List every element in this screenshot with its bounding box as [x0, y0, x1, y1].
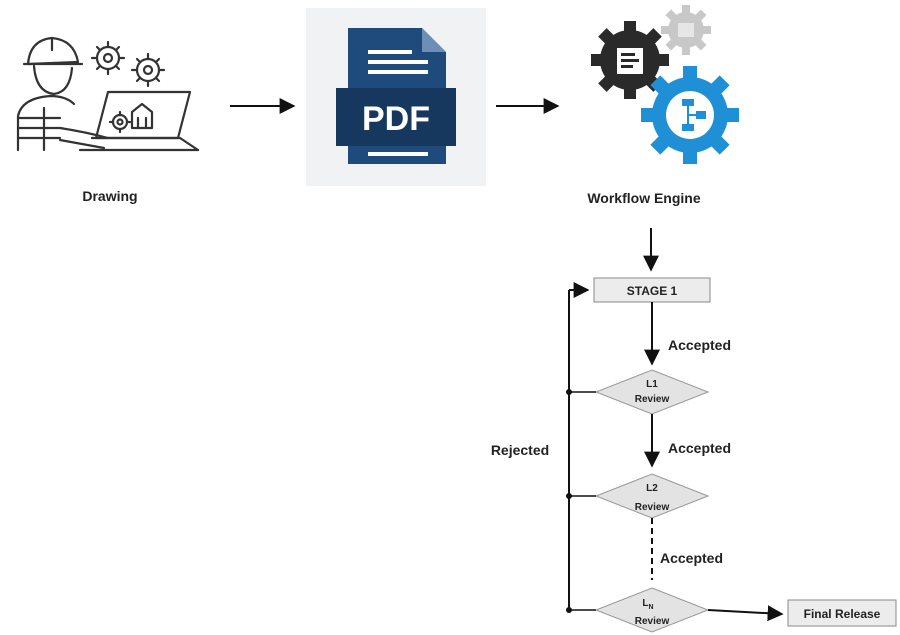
accepted-label-2: Accepted — [668, 440, 731, 456]
final-release-label: Final Release — [804, 607, 881, 621]
ln-review-label: Review — [635, 616, 670, 627]
rejected-label: Rejected — [491, 442, 549, 458]
rejected-loop — [566, 282, 596, 613]
pdf-label: PDF — [362, 100, 430, 138]
l2-title: L2 — [646, 483, 658, 494]
l1-title: L1 — [646, 379, 658, 390]
workflow-engine-caption: Workflow Engine — [587, 190, 701, 206]
l1-review-label: Review — [635, 394, 670, 405]
accepted-label-3: Accepted — [660, 550, 723, 566]
ln-review-diamond — [594, 587, 710, 633]
pdf-document-icon: PDF — [306, 8, 486, 186]
stage1-label: STAGE 1 — [627, 284, 678, 298]
ln-title: LN — [642, 598, 653, 611]
l2-review-label: Review — [635, 502, 670, 513]
drawing-caption: Drawing — [82, 188, 137, 204]
arrow-ln-to-final — [707, 605, 784, 622]
workflow-gears-icon — [591, 5, 739, 164]
final-release-box — [787, 599, 897, 627]
accepted-label-1: Accepted — [668, 337, 731, 353]
l1-review-diamond — [594, 369, 710, 415]
engineer-drawing-icon — [16, 36, 200, 152]
stage1-box — [593, 277, 711, 303]
